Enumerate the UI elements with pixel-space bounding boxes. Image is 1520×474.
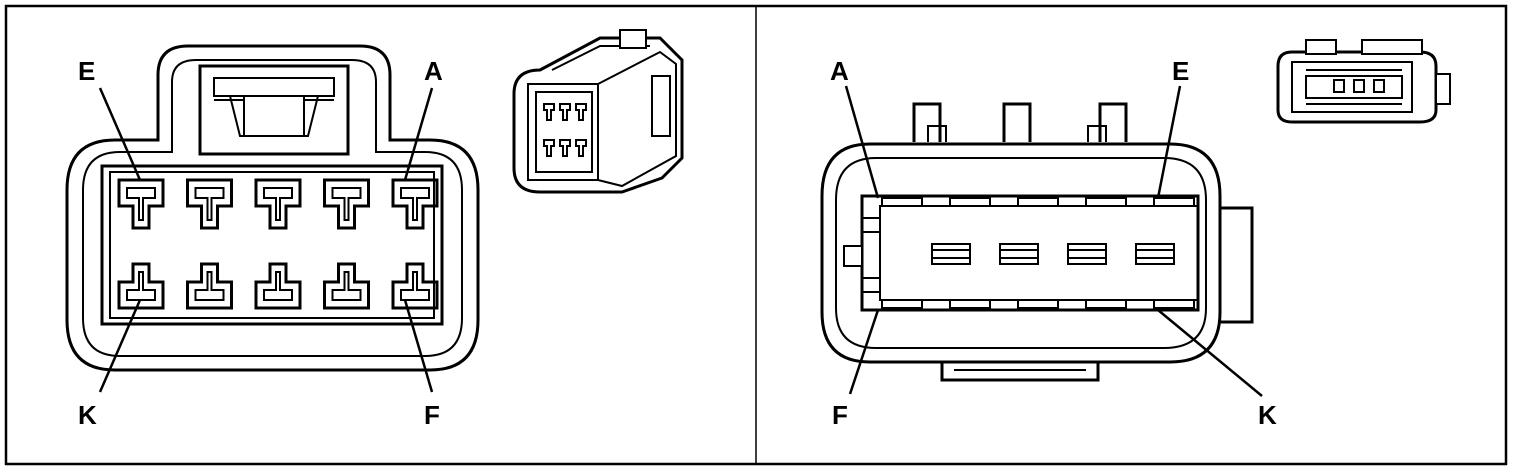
label-a: A xyxy=(424,56,443,86)
cavity-bottom-3 xyxy=(254,262,302,310)
connector-thumbnail-right xyxy=(1276,39,1451,124)
cavity-top-4 xyxy=(323,178,370,230)
label-f: F xyxy=(424,400,440,430)
top-post-left xyxy=(912,102,942,142)
cavity-top-2 xyxy=(186,178,233,230)
cavity-grid xyxy=(117,178,439,310)
leader-line-f xyxy=(403,299,434,393)
label-k: K xyxy=(78,400,97,430)
leader-line-k xyxy=(98,299,142,393)
center-window-3 xyxy=(1067,243,1107,265)
label-e-right: E xyxy=(1172,56,1189,86)
terminal-top-3 xyxy=(1017,197,1059,207)
connector-thumbnail-left xyxy=(512,29,684,194)
terminal-block-comb xyxy=(843,217,880,293)
label-k-right: K xyxy=(1258,400,1277,430)
center-windows xyxy=(931,243,1175,265)
label-f-right: F xyxy=(832,400,848,430)
top-post-right xyxy=(1098,102,1128,142)
center-window-2 xyxy=(999,243,1039,265)
terminal-top-5 xyxy=(1153,197,1195,207)
connector-latch xyxy=(198,64,350,156)
housing-inner xyxy=(835,157,1207,349)
leader-line-e xyxy=(98,87,142,181)
cavity-top-3 xyxy=(254,178,302,230)
terminal-top-2 xyxy=(949,197,991,207)
cavity-bottom-2 xyxy=(186,262,233,310)
leader-line-k-right xyxy=(1157,309,1263,397)
terminal-pins xyxy=(881,197,1195,309)
leader-line-a-right xyxy=(844,85,880,199)
cavity-bottom-1 xyxy=(117,262,165,310)
terminal-top-4 xyxy=(1085,197,1127,207)
cavity-area-inner xyxy=(109,171,435,319)
cavity-top-1 xyxy=(117,178,165,230)
label-e: E xyxy=(78,56,95,86)
left-connector-face: E A K F xyxy=(65,44,480,430)
connector-outer-shell xyxy=(65,44,480,372)
cavity-bottom-5 xyxy=(391,262,439,310)
terminal-top-1 xyxy=(881,197,923,207)
leader-line-f-right xyxy=(848,309,880,395)
connector-inner-shell xyxy=(82,59,463,357)
leader-line-a xyxy=(403,87,434,181)
side-lock-tab xyxy=(1220,206,1254,324)
cavity-bottom-4 xyxy=(323,262,370,310)
right-connector-face: A E F K xyxy=(820,56,1277,430)
label-a-right: A xyxy=(830,56,849,86)
bottom-rail xyxy=(940,362,1100,382)
center-window-1 xyxy=(931,243,971,265)
top-post-center xyxy=(1002,102,1032,142)
leader-line-e-right xyxy=(1156,85,1182,199)
terminal-bottom-2 xyxy=(949,299,991,309)
terminal-bottom-4 xyxy=(1085,299,1127,309)
cavity-area xyxy=(100,164,444,326)
center-window-4 xyxy=(1135,243,1175,265)
terminal-bottom-3 xyxy=(1017,299,1059,309)
terminal-bottom-1 xyxy=(881,299,923,309)
housing-outer xyxy=(820,142,1222,364)
terminal-bottom-5 xyxy=(1153,299,1195,309)
cavity-top-5 xyxy=(391,178,439,230)
